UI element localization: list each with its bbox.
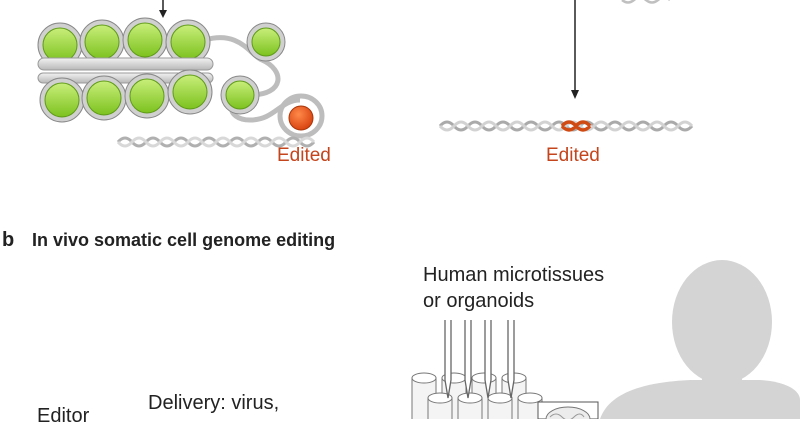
pipette-needles bbox=[444, 320, 515, 399]
figure-graphics bbox=[37, 0, 800, 419]
chromatin-arrow bbox=[159, 0, 167, 18]
tissues-label-line1: Human microtissues bbox=[423, 264, 605, 286]
dna-fragment-top bbox=[621, 0, 670, 4]
edited-label-chromatin: Edited bbox=[277, 145, 331, 166]
dna-helix-right-strand bbox=[438, 120, 694, 132]
panel-b-letter: b bbox=[2, 229, 15, 251]
human-silhouette bbox=[600, 260, 800, 419]
organoid-inset bbox=[537, 401, 599, 419]
delivery-label: Delivery: virus, bbox=[148, 392, 280, 414]
editor-label: Editor bbox=[37, 405, 90, 427]
edited-label-dna: Edited bbox=[546, 145, 600, 166]
free-nucleosome bbox=[246, 22, 286, 62]
edited-nucleosome bbox=[277, 93, 325, 139]
nucleosome-stack bbox=[37, 17, 214, 123]
organoid-wells bbox=[411, 372, 543, 419]
dna-helix-left-strand bbox=[116, 136, 316, 148]
tissues-label-line2: or organoids bbox=[423, 290, 535, 312]
free-nucleosome bbox=[220, 75, 260, 115]
dna-edited-segment bbox=[560, 120, 592, 132]
panel-b-title: In vivo somatic cell genome editing bbox=[32, 230, 336, 250]
dna-arrow bbox=[571, 0, 579, 99]
